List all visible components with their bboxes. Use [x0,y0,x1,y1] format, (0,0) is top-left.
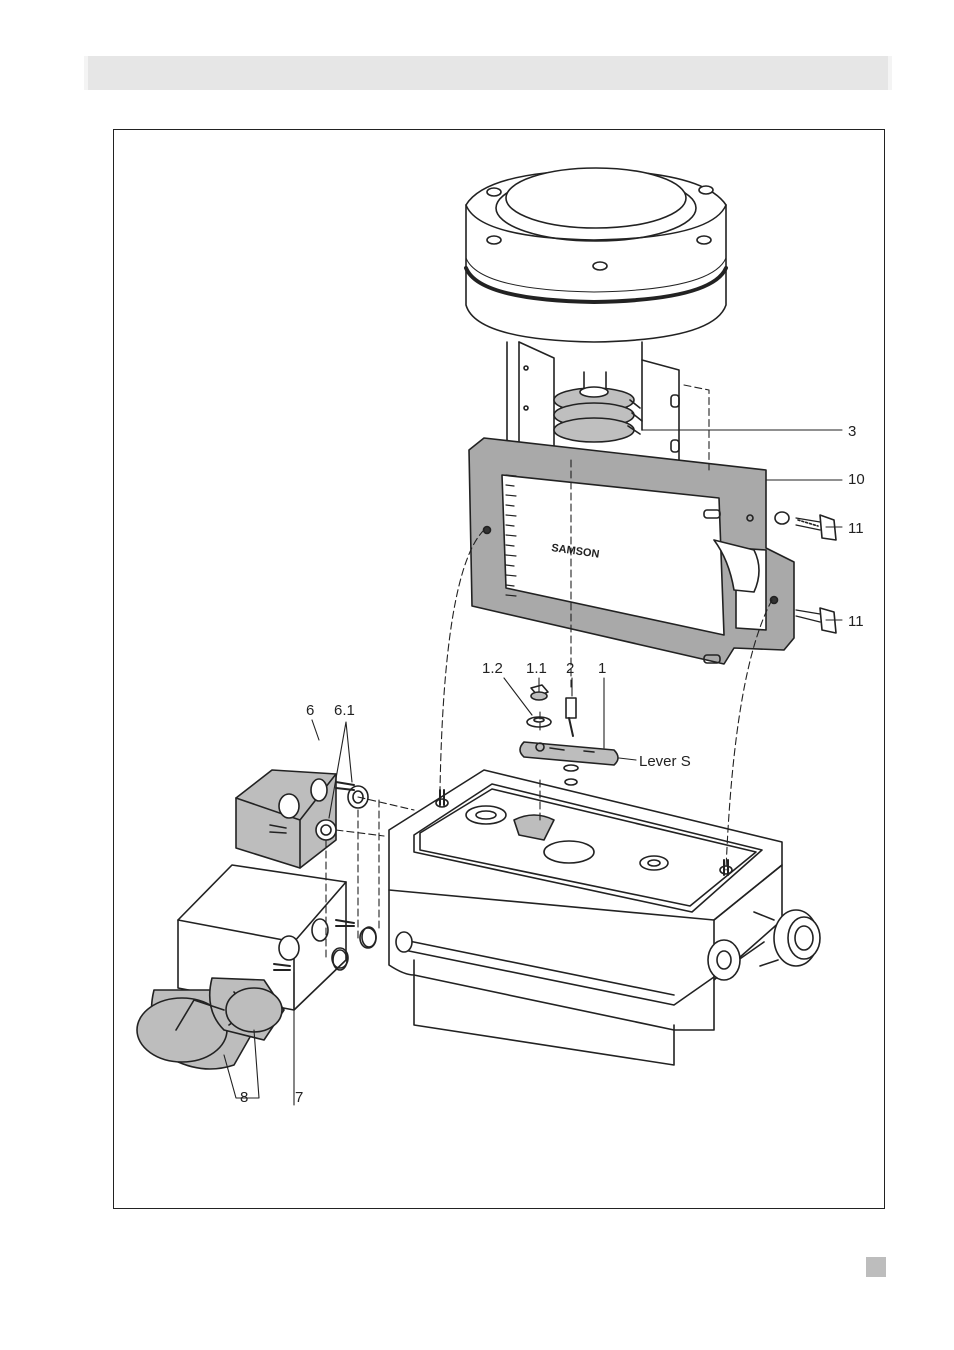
label-1-2: 1.2 [482,660,503,677]
adapter-block-7 [178,865,376,1010]
plug-connectors-8 [137,978,284,1069]
actuator [466,168,726,342]
label-3: 3 [848,423,856,440]
label-1-1: 1.1 [526,660,547,677]
label-11-upper: 11 [848,520,864,537]
mounting-bracket [469,438,794,664]
connection-block-6 [236,770,368,868]
positioner-housing [389,770,820,1065]
label-11-lower: 11 [848,613,864,630]
cable-gland [754,910,820,966]
label-1: 1 [598,660,606,677]
label-6-1: 6.1 [334,702,355,719]
label-8: 8 [240,1089,248,1106]
lever-assembly [520,685,618,785]
label-7: 7 [295,1089,303,1106]
page-marker [866,1257,886,1277]
exploded-assembly-drawing: SAMSON 3 10 11 11 1.2 1.1 2 1 Lever S 6 … [114,130,886,1210]
label-10: 10 [848,471,865,488]
side-plug [708,940,740,980]
header-bar [84,56,892,90]
stem-spring [554,372,642,442]
label-2: 2 [566,660,574,677]
label-6: 6 [306,702,314,719]
label-lever-s: Lever S [639,753,691,770]
screw-11-upper [775,512,836,540]
figure-frame: SAMSON 3 10 11 11 1.2 1.1 2 1 Lever S 6 … [113,129,885,1209]
